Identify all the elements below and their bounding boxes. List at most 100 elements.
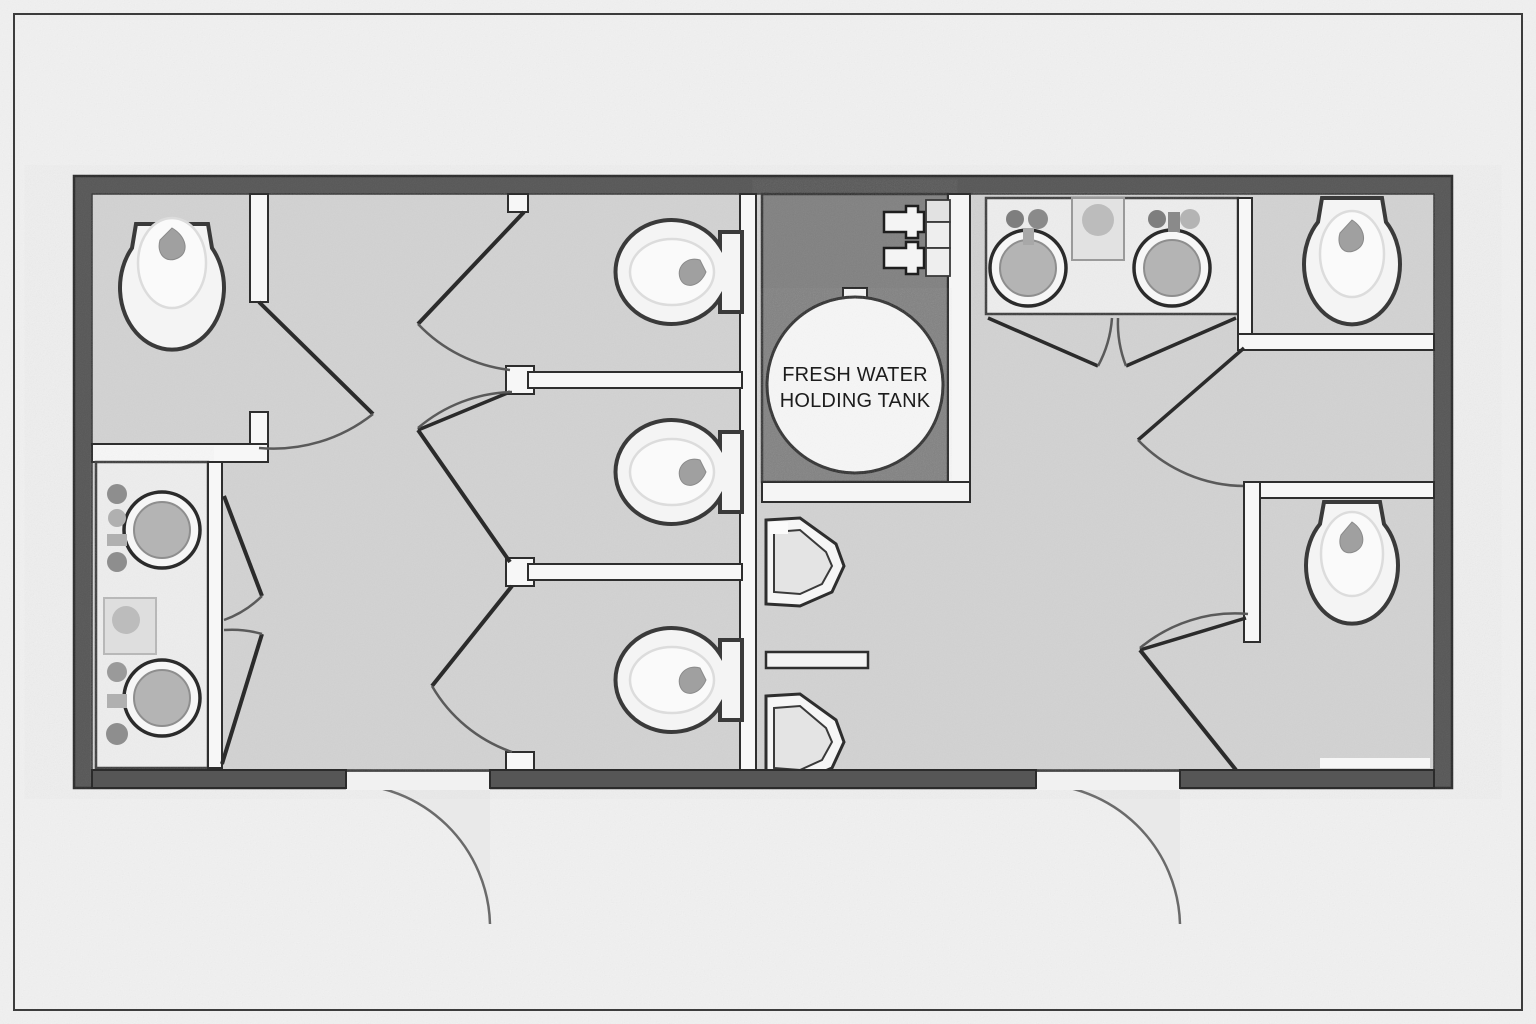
stall-lower-right — [1138, 481, 1435, 772]
door-leaf — [1139, 616, 1247, 652]
stall-door-center-3[interactable] — [430, 584, 514, 754]
partition-post — [507, 193, 529, 213]
partition-wall — [1237, 333, 1435, 351]
floor-strip — [1320, 758, 1430, 768]
drain-icon — [107, 552, 127, 572]
tank-label-line1: FRESH WATER — [782, 364, 928, 386]
toilet-center-3 — [613, 626, 744, 734]
control-panel-section — [925, 199, 951, 223]
vanity-right — [984, 196, 1253, 368]
faucet-spout-icon — [1023, 228, 1034, 245]
stall-door-center-1[interactable] — [416, 210, 526, 372]
urinal-inlet — [770, 522, 788, 534]
lavatory-door-upper[interactable] — [222, 495, 264, 622]
faucet-icon — [108, 509, 126, 527]
center-stalls — [416, 193, 757, 775]
privacy-divider — [764, 650, 870, 670]
soap-dispenser-icon — [107, 484, 127, 504]
partition-wall — [1243, 481, 1435, 499]
toilet-center-2 — [613, 418, 744, 526]
door-swing-arc — [1096, 317, 1114, 367]
stall-upper-left — [91, 193, 375, 463]
tank-label-line2: HOLDING TANK — [780, 390, 931, 412]
toilet-seat — [1318, 209, 1386, 299]
faucet-icon — [1148, 210, 1166, 228]
partition-wall — [1237, 197, 1253, 351]
toilet-upper-right — [1302, 196, 1402, 327]
door-leaf — [987, 316, 1099, 368]
drain-icon — [106, 723, 128, 745]
exterior-wall-segment — [489, 769, 1037, 789]
toilet-upper-left — [118, 216, 226, 352]
door-leaf — [257, 300, 375, 416]
toilet-seat — [628, 237, 716, 307]
fresh-water-holding-tank: FRESH WATER HOLDING TANK — [765, 287, 945, 475]
partition-wall — [527, 371, 743, 389]
toilet-outlet — [678, 458, 707, 486]
door-leaf — [222, 495, 264, 597]
faucet-spout-icon — [1168, 212, 1180, 232]
stall-upper-right — [1136, 196, 1435, 488]
door-leaf — [416, 210, 526, 326]
toilet-center-1 — [613, 218, 744, 326]
sink-basin — [133, 669, 191, 727]
exterior-wall-segment — [91, 769, 347, 789]
utility-wall-right — [947, 193, 971, 503]
door-swing-arc — [417, 323, 511, 372]
utility-wall-bottom — [761, 481, 971, 503]
dispenser-icon — [112, 606, 140, 634]
sink-right-b — [1132, 209, 1212, 308]
stall-door-upper-left[interactable] — [257, 300, 375, 450]
door-leaf — [1125, 316, 1237, 368]
sink-left-upper — [107, 484, 202, 572]
exterior-wall-segment — [1179, 769, 1435, 789]
faucet-handle-icon — [107, 694, 127, 708]
utility-room: FRESH WATER HOLDING TANK — [760, 192, 971, 503]
door-swing-arc — [1139, 612, 1249, 649]
lavatory-left — [94, 460, 264, 770]
door-leaf — [417, 390, 511, 432]
partition-wall — [91, 443, 269, 463]
entry-opening-left — [346, 772, 490, 790]
pump-upper — [882, 204, 926, 240]
urinal-bay — [764, 516, 870, 784]
urinal-bowl — [773, 704, 834, 772]
urinal-bowl — [773, 528, 834, 596]
toilet-seat — [628, 437, 716, 507]
dispenser-icon — [1082, 204, 1114, 236]
toilet-seat — [1319, 510, 1385, 598]
sink-basin — [999, 239, 1057, 297]
toilet-outlet — [1339, 521, 1364, 554]
toilet-outlet — [678, 666, 707, 694]
door-swing-arc — [430, 685, 513, 754]
door-leaf — [416, 428, 512, 564]
soap-dispenser-icon — [107, 662, 127, 682]
door-leaf — [430, 584, 514, 688]
entry-opening-right — [1036, 772, 1180, 790]
pump-lower — [882, 240, 926, 276]
door-swing-arc — [258, 413, 374, 450]
partition-wall — [249, 193, 269, 303]
partition-wall — [527, 563, 743, 581]
toilet-lower-right — [1304, 500, 1400, 626]
lavatory-door-lower[interactable] — [220, 628, 264, 765]
door-leaf — [1136, 346, 1246, 442]
page-border — [13, 13, 1523, 1011]
door-swing-arc — [223, 628, 263, 636]
vanity-door-right[interactable] — [1116, 316, 1237, 368]
toilet-seat — [136, 216, 208, 310]
partition-wall — [1243, 481, 1261, 643]
toilet-outlet — [158, 227, 186, 261]
faucet-icon — [1006, 210, 1024, 228]
control-panel — [925, 199, 951, 277]
sink-left-lower — [106, 658, 202, 745]
door-leaf — [220, 633, 264, 765]
stall-door-lower-right[interactable] — [1138, 612, 1249, 772]
door-swing-arc — [1116, 317, 1128, 367]
vanity-door-left[interactable] — [987, 316, 1114, 368]
stall-door-upper-right[interactable] — [1136, 346, 1247, 488]
stall-door-center-2[interactable] — [416, 390, 513, 564]
toilet-outlet — [1338, 219, 1364, 253]
faucet-handle-icon — [107, 534, 127, 546]
